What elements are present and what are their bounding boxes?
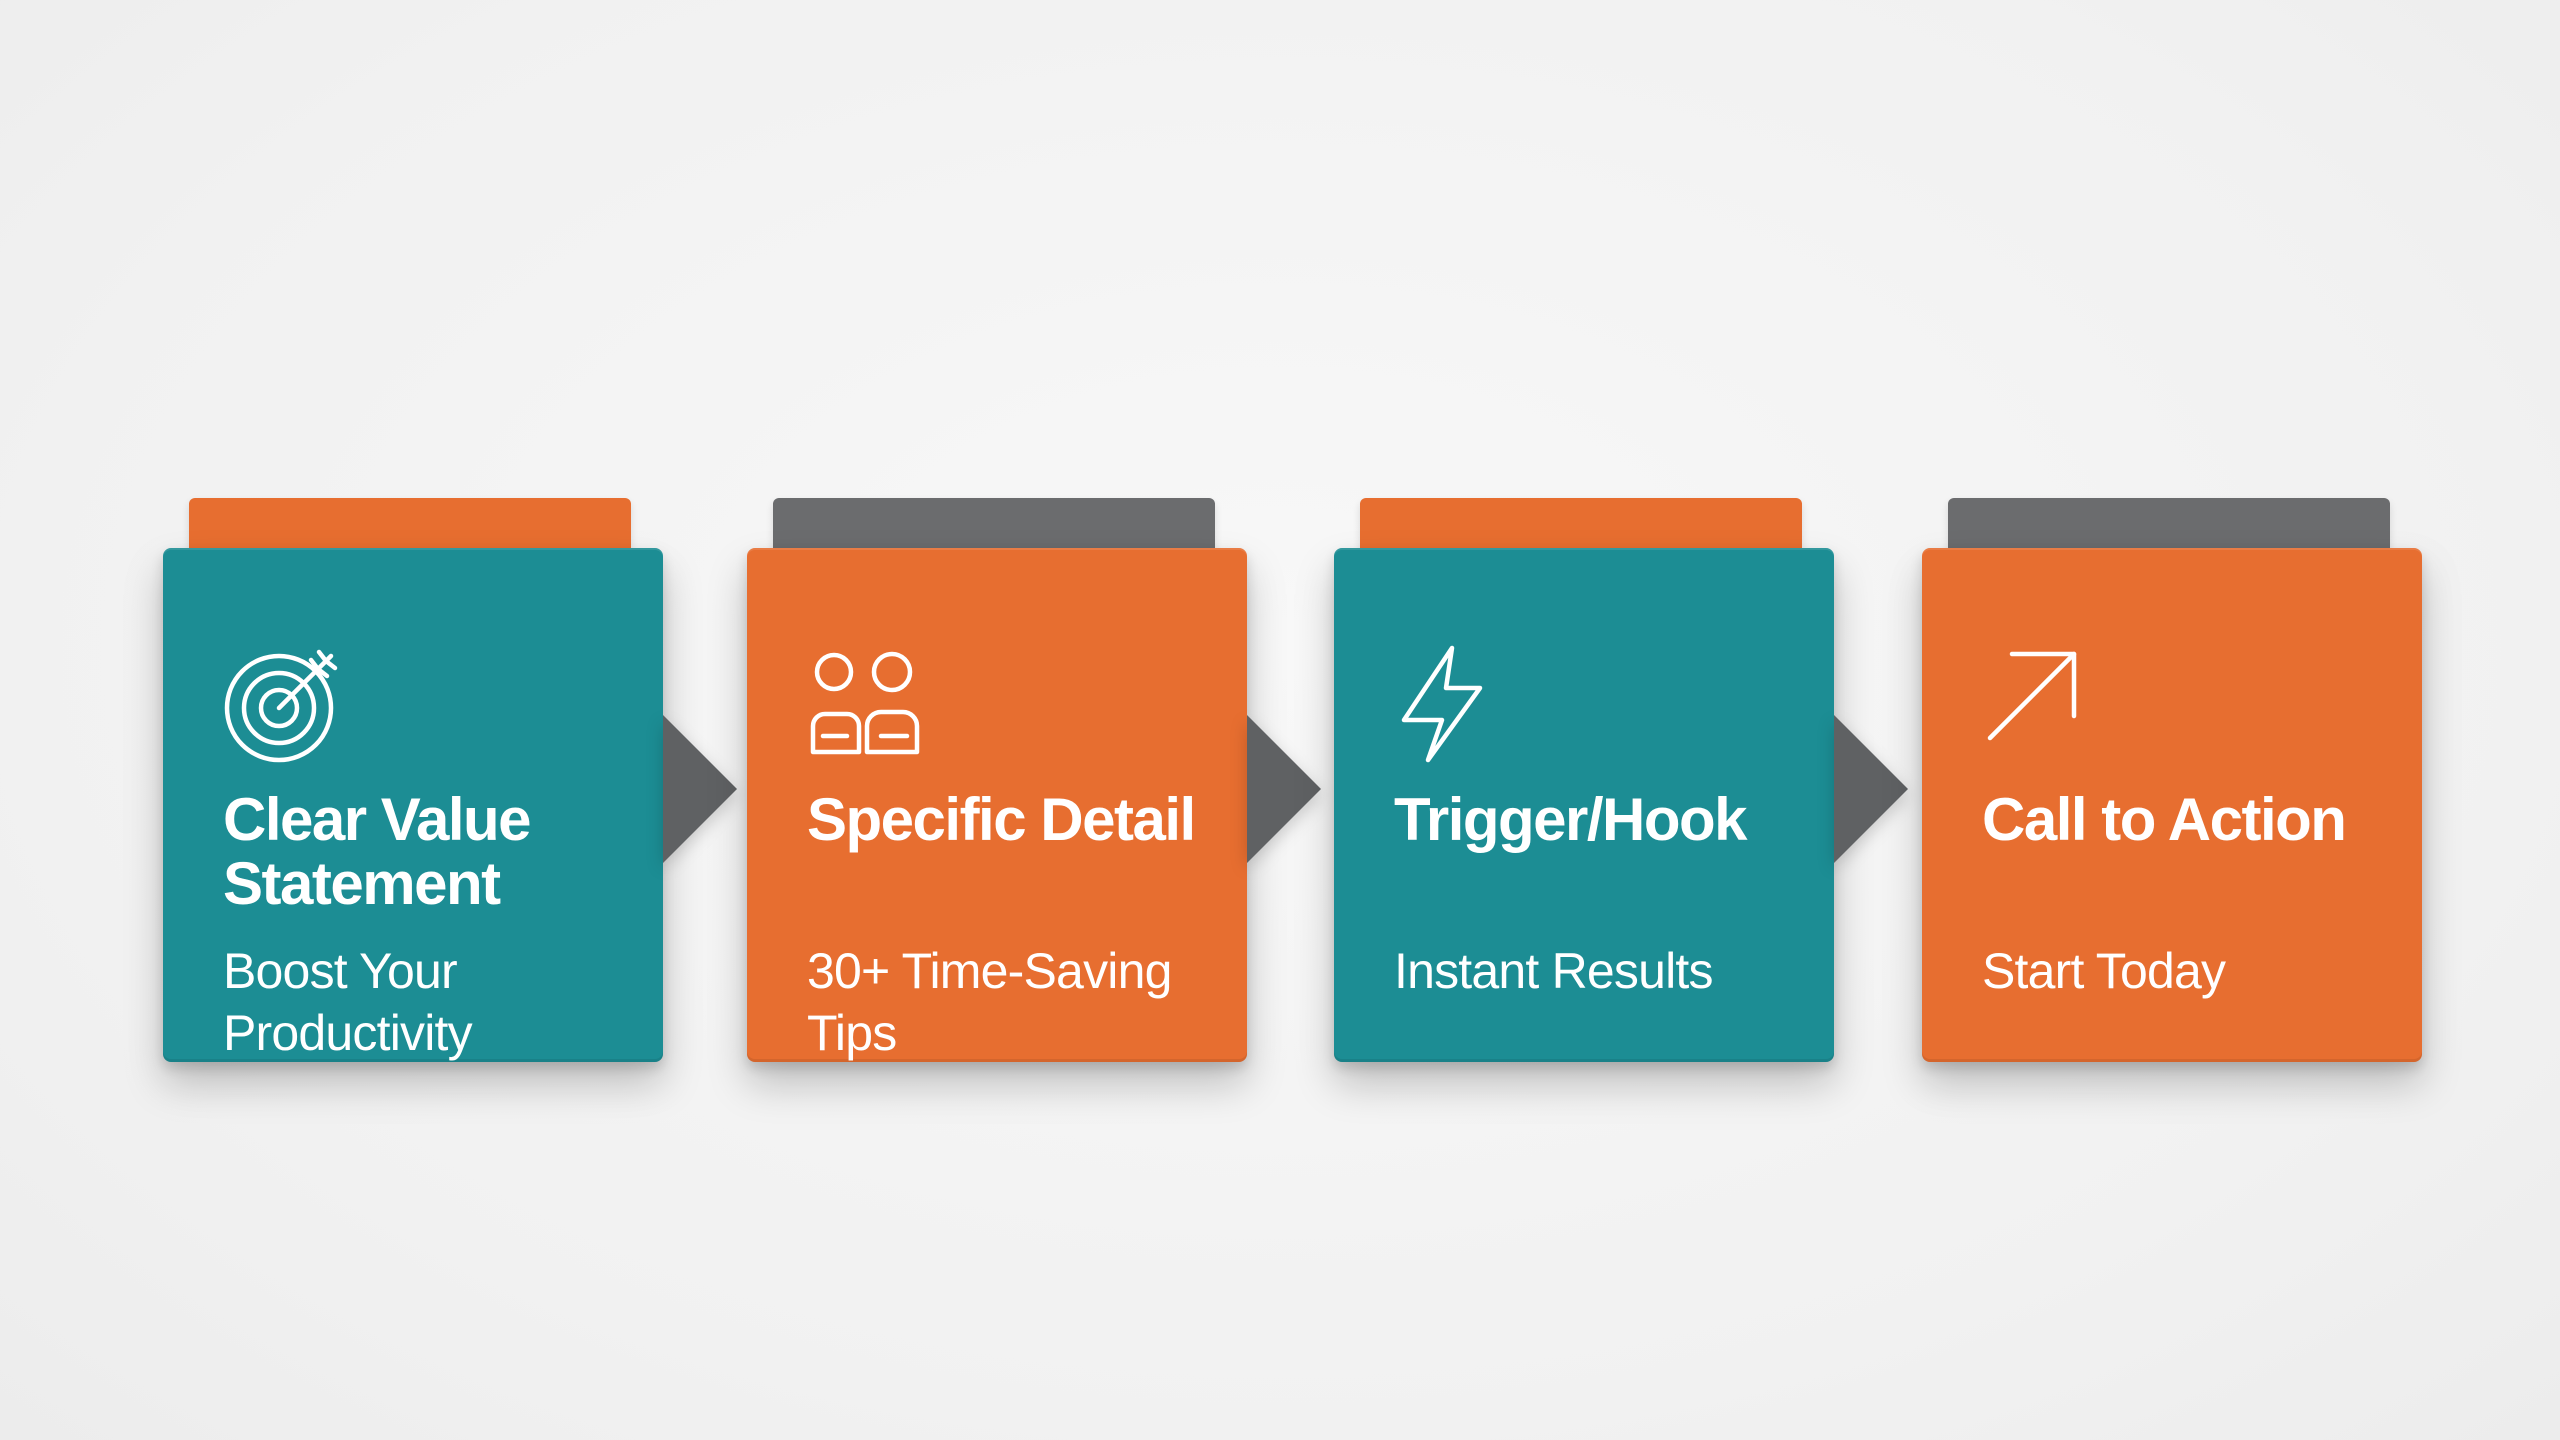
flow-arrow bbox=[1247, 715, 1321, 863]
step-title: Specific Detail bbox=[807, 786, 1196, 853]
step-specific-detail: Specific Detail 30+ Time-Saving Tips bbox=[747, 498, 1247, 1062]
lightning-bolt-icon bbox=[1394, 644, 1514, 764]
step-subtitle: Instant Results bbox=[1394, 943, 1714, 999]
step-title: Clear Value Statement bbox=[223, 786, 532, 917]
people-group-icon bbox=[807, 644, 927, 764]
step-call-to-action: Call to Action Start Today bbox=[1922, 498, 2422, 1062]
step-subtitle: 30+ Time-Saving Tips bbox=[807, 943, 1172, 1061]
step-title: Trigger/Hook bbox=[1394, 786, 1748, 853]
target-arrow-icon bbox=[223, 644, 343, 764]
step-card: Trigger/Hook Instant Results bbox=[1334, 548, 1834, 1062]
step-trigger-hook: Trigger/Hook Instant Results bbox=[1334, 498, 1834, 1062]
step-subtitle: Start Today bbox=[1982, 943, 2226, 999]
flow-arrow bbox=[663, 715, 737, 863]
step-card: Call to Action Start Today bbox=[1922, 548, 2422, 1062]
step-title: Call to Action bbox=[1982, 786, 2347, 853]
step-card: Clear Value Statement Boost Your Product… bbox=[163, 548, 663, 1062]
step-clear-value-statement: Clear Value Statement Boost Your Product… bbox=[163, 498, 663, 1062]
step-subtitle: Boost Your Productivity bbox=[223, 943, 473, 1061]
arrow-up-right-icon bbox=[1982, 644, 2102, 764]
step-card: Specific Detail 30+ Time-Saving Tips bbox=[747, 548, 1247, 1062]
flow-arrow bbox=[1834, 715, 1908, 863]
